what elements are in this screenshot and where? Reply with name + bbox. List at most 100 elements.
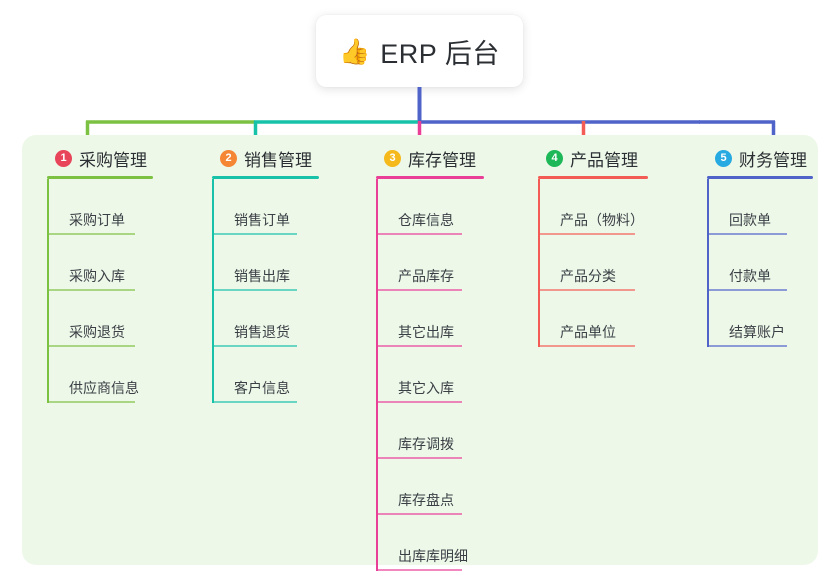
leaf-item[interactable]: 客户信息 (206, 347, 319, 403)
branch-badge-5: 5 (715, 149, 732, 167)
branch-leaf-list-4: 产品（物料） 产品分类产品单位 (532, 179, 648, 347)
branch-underline-2 (212, 176, 319, 179)
leaf-item[interactable]: 销售订单 (206, 179, 319, 235)
leaf-item[interactable]: 付款单 (701, 235, 813, 291)
leaf-label: 付款单 (729, 268, 771, 284)
leaf-underline (47, 289, 135, 291)
leaf-underline (47, 345, 135, 347)
branch-header-1[interactable]: 1 采购管理 (41, 145, 153, 171)
thumbs-up-icon: 👍 (339, 37, 371, 66)
leaf-label: 销售订单 (234, 212, 290, 228)
leaf-underline (212, 233, 297, 235)
branch-column-5: 5 财务管理回款单付款单结算账户 (701, 145, 813, 347)
leaf-underline (376, 457, 462, 459)
leaf-underline (376, 569, 462, 571)
leaf-item[interactable]: 回款单 (701, 179, 813, 235)
branch-title-4: 产品管理 (570, 150, 638, 170)
branch-underline-4 (538, 176, 648, 179)
leaf-item[interactable]: 结算账户 (701, 291, 813, 347)
branch-column-4: 4 产品管理产品（物料） 产品分类产品单位 (532, 145, 648, 347)
leaf-item[interactable]: 供应商信息 (41, 347, 153, 403)
branch-panel (22, 135, 818, 565)
leaf-underline (376, 345, 462, 347)
leaf-label: 产品单位 (560, 324, 616, 340)
leaf-underline (538, 345, 635, 347)
leaf-label: 产品分类 (560, 268, 616, 284)
leaf-underline (212, 345, 297, 347)
leaf-item[interactable]: 产品单位 (532, 291, 648, 347)
leaf-label: 出库库明细 (398, 548, 468, 564)
leaf-item[interactable]: 仓库信息 (370, 179, 484, 235)
leaf-underline (376, 289, 462, 291)
leaf-underline (47, 401, 135, 403)
leaf-item[interactable]: 采购退货 (41, 291, 153, 347)
root-title: ERP 后台 (380, 38, 500, 69)
leaf-label: 供应商信息 (69, 380, 139, 396)
branch-header-4[interactable]: 4 产品管理 (532, 145, 648, 171)
leaf-label: 其它出库 (398, 324, 454, 340)
leaf-label: 客户信息 (234, 380, 290, 396)
leaf-label: 结算账户 (729, 324, 785, 340)
leaf-label: 库存调拨 (398, 436, 454, 452)
branch-spine-4 (538, 179, 540, 347)
branch-spine-3 (376, 179, 378, 571)
leaf-label: 库存盘点 (398, 492, 454, 508)
leaf-underline (376, 233, 462, 235)
branch-column-1: 1 采购管理采购订单采购入库采购退货供应商信息 (41, 145, 153, 403)
branch-column-3: 3 库存管理仓库信息产品库存其它出库其它入库库存调拨库存盘点出库库明细 (370, 145, 484, 571)
branch-spine-1 (47, 179, 49, 403)
branch-title-2: 销售管理 (244, 150, 312, 170)
leaf-underline (538, 233, 635, 235)
leaf-label: 仓库信息 (398, 212, 454, 228)
leaf-label: 销售退货 (234, 324, 290, 340)
branch-title-5: 财务管理 (739, 150, 807, 170)
leaf-item[interactable]: 产品库存 (370, 235, 484, 291)
leaf-label: 采购入库 (69, 268, 125, 284)
leaf-item[interactable]: 其它入库 (370, 347, 484, 403)
leaf-underline (376, 513, 462, 515)
leaf-underline (212, 401, 297, 403)
leaf-item[interactable]: 出库库明细 (370, 515, 484, 571)
leaf-item[interactable]: 库存盘点 (370, 459, 484, 515)
leaf-label: 采购退货 (69, 324, 125, 340)
leaf-label: 回款单 (729, 212, 771, 228)
branch-underline-5 (707, 176, 813, 179)
leaf-label: 产品（物料） (560, 212, 644, 228)
branch-spine-5 (707, 179, 709, 347)
branch-header-2[interactable]: 2 销售管理 (206, 145, 319, 171)
branch-title-3: 库存管理 (408, 150, 476, 170)
branch-spine-2 (212, 179, 214, 403)
leaf-underline (212, 289, 297, 291)
branch-badge-4: 4 (546, 149, 563, 167)
leaf-label: 其它入库 (398, 380, 454, 396)
branch-column-2: 2 销售管理销售订单销售出库销售退货客户信息 (206, 145, 319, 403)
branch-header-5[interactable]: 5 财务管理 (701, 145, 813, 171)
leaf-item[interactable]: 销售出库 (206, 235, 319, 291)
branch-badge-3: 3 (384, 149, 401, 167)
leaf-underline (376, 401, 462, 403)
branch-leaf-list-3: 仓库信息产品库存其它出库其它入库库存调拨库存盘点出库库明细 (370, 179, 484, 571)
branch-leaf-list-5: 回款单付款单结算账户 (701, 179, 813, 347)
leaf-item[interactable]: 库存调拨 (370, 403, 484, 459)
leaf-label: 销售出库 (234, 268, 290, 284)
leaf-item[interactable]: 产品（物料） (532, 179, 648, 235)
branch-header-3[interactable]: 3 库存管理 (370, 145, 484, 171)
branch-title-1: 采购管理 (79, 150, 147, 170)
leaf-underline (707, 233, 787, 235)
leaf-item[interactable]: 采购入库 (41, 235, 153, 291)
leaf-underline (47, 233, 135, 235)
branch-leaf-list-1: 采购订单采购入库采购退货供应商信息 (41, 179, 153, 403)
root-node[interactable]: 👍 ERP 后台 (316, 15, 523, 87)
leaf-underline (707, 345, 787, 347)
leaf-item[interactable]: 产品分类 (532, 235, 648, 291)
leaf-item[interactable]: 销售退货 (206, 291, 319, 347)
leaf-item[interactable]: 其它出库 (370, 291, 484, 347)
leaf-label: 采购订单 (69, 212, 125, 228)
branch-badge-1: 1 (55, 149, 72, 167)
leaf-item[interactable]: 采购订单 (41, 179, 153, 235)
branch-badge-2: 2 (220, 149, 237, 167)
leaf-underline (707, 289, 787, 291)
branch-underline-3 (376, 176, 484, 179)
branch-leaf-list-2: 销售订单销售出库销售退货客户信息 (206, 179, 319, 403)
